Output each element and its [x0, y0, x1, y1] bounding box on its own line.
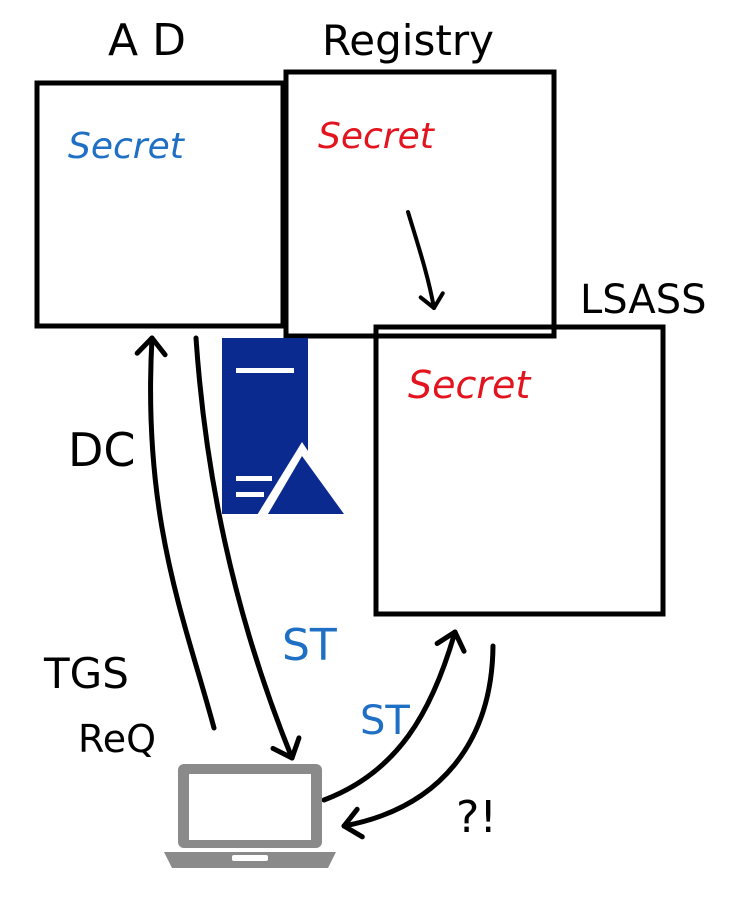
dc-label: DC	[68, 423, 136, 477]
exclaim-label: ?!	[456, 792, 497, 843]
tgs-label: TGS	[43, 649, 129, 698]
laptop-to-lsass-arrow	[321, 629, 467, 803]
server-icon	[222, 338, 354, 520]
req-label: ReQ	[78, 717, 156, 761]
lsass-title: LSASS	[580, 277, 707, 323]
ad-box	[34, 80, 286, 329]
st-label-left: ST	[282, 620, 337, 671]
ad-secret: Secret	[68, 126, 186, 167]
st-label-right: ST	[360, 698, 410, 744]
lsass-secret: Secret	[408, 363, 532, 407]
lsass-box	[373, 324, 666, 617]
ad-title: A D	[108, 15, 186, 66]
laptop-icon	[164, 764, 336, 868]
st-return-arrow	[193, 335, 302, 761]
registry-title: Registry	[322, 16, 494, 65]
registry-box	[283, 69, 557, 339]
registry-secret: Secret	[318, 116, 436, 157]
lsass-to-laptop-arrow	[341, 643, 496, 840]
registry-to-lsass-arrow	[406, 210, 445, 310]
tgs-req-arrow	[134, 335, 217, 731]
